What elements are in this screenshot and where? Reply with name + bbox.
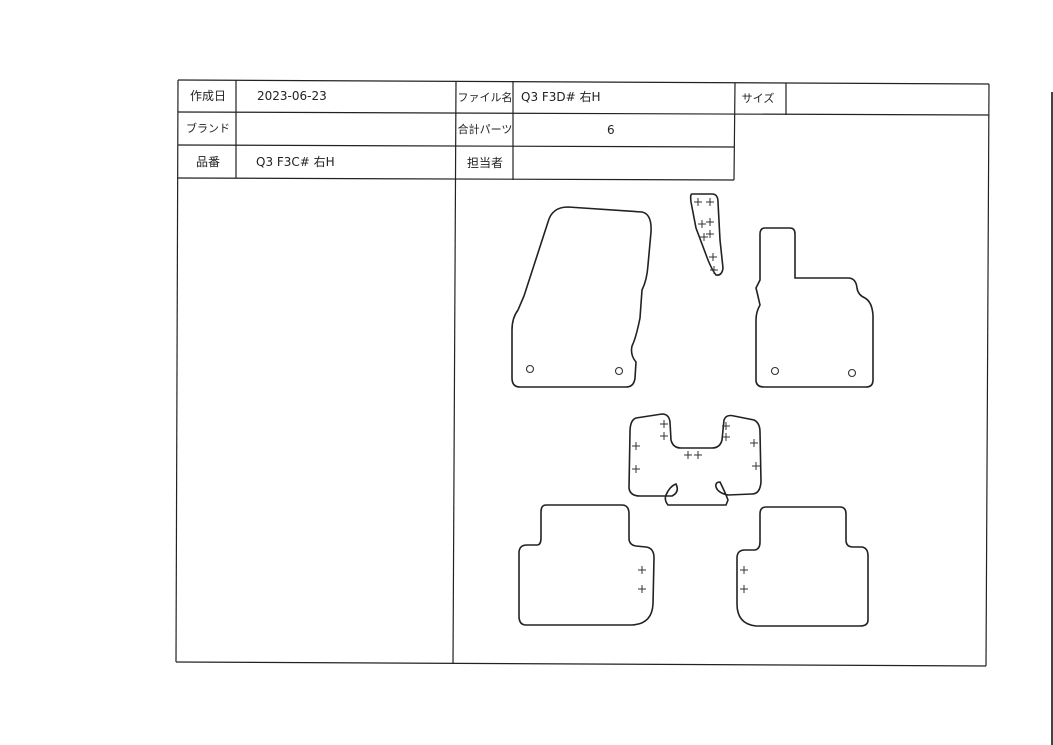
mat-front-right: [755, 227, 874, 388]
cross-markers: [632, 198, 760, 593]
part-no-label: 品番: [195, 155, 220, 169]
file-label: ファイル名: [457, 91, 513, 104]
file-value: Q3 F3D# 右H: [521, 90, 601, 104]
size-label: サイズ: [741, 92, 775, 105]
mat-rear-right: [736, 506, 869, 627]
bottom-border: [175, 661, 987, 667]
created-label: 作成日: [189, 89, 226, 103]
hole-marker: [525, 364, 535, 374]
person-label: 担当者: [466, 156, 503, 170]
parts-value: 6: [607, 123, 615, 137]
mat-wedge: [689, 193, 724, 276]
mat-front-left: [511, 206, 652, 388]
hole-marker: [614, 366, 624, 376]
center-divider: [452, 80, 457, 665]
scan-edge: [1051, 92, 1053, 745]
right-border: [985, 83, 990, 667]
left-border: [175, 79, 179, 663]
mat-tunnel: [628, 413, 762, 506]
created-value: 2023-06-23: [257, 89, 327, 103]
part-no-value: Q3 F3C# 右H: [256, 155, 335, 169]
brand-label: ブランド: [186, 122, 230, 135]
hole-marker: [770, 366, 780, 376]
mat-rear-left: [518, 504, 655, 626]
hole-marker: [847, 368, 857, 378]
top-border: [177, 79, 990, 85]
parts-label: 合計パーツ: [457, 123, 513, 136]
